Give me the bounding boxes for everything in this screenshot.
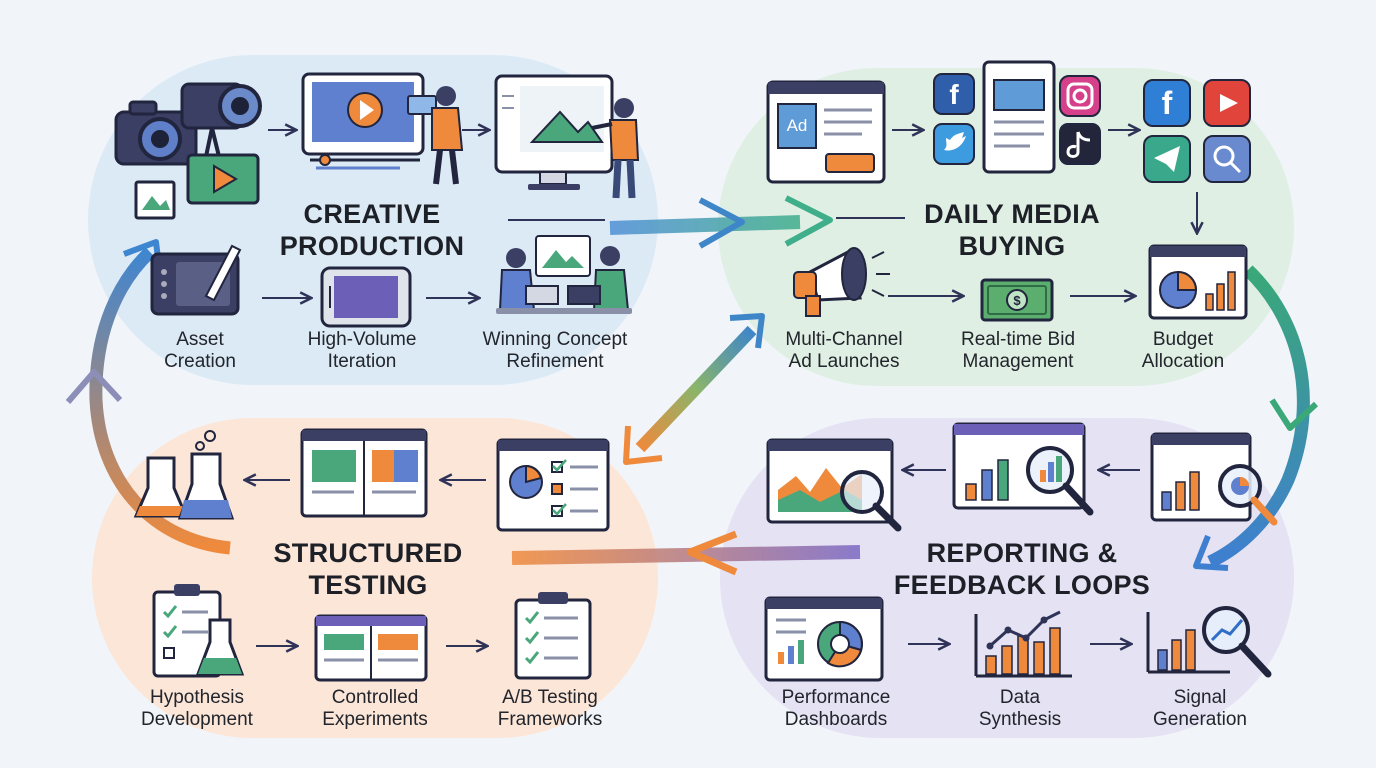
video-editor-icon bbox=[301, 72, 425, 170]
budget-chart-window-icon bbox=[1148, 244, 1248, 320]
chart-magnifier-window-icon bbox=[1150, 432, 1278, 526]
svg-text:f: f bbox=[1162, 85, 1173, 121]
flow-arrow-diagonal bbox=[623, 313, 765, 465]
checklist-chart-window-icon bbox=[496, 438, 610, 532]
reporting-feedback-title: REPORTING &FEEDBACK LOOPS bbox=[893, 538, 1151, 600]
camera-icon bbox=[114, 82, 262, 186]
dashboard-window-icon bbox=[764, 596, 884, 682]
checklist-clipboard-icon bbox=[514, 592, 592, 680]
svg-text:$: $ bbox=[1013, 293, 1021, 308]
social-tiles-1: f bbox=[933, 60, 1101, 174]
person-editing-icon bbox=[407, 86, 464, 185]
clipboard-flask-icon bbox=[152, 584, 245, 678]
bar-chart-magnifier-icon bbox=[952, 422, 1094, 516]
tablet-device-icon bbox=[320, 266, 412, 328]
ad-window-icon bbox=[766, 80, 886, 184]
growth-chart-icon bbox=[974, 610, 1072, 678]
drawing-tablet-icon bbox=[150, 244, 242, 316]
social-tiles-2: f bbox=[1143, 79, 1251, 183]
area-chart-magnifier-icon bbox=[766, 438, 902, 532]
lab-flasks-icon bbox=[133, 430, 235, 520]
controlled-experiment-window-icon bbox=[314, 614, 428, 682]
video-clip-icon bbox=[134, 153, 260, 220]
split-test-window-icon bbox=[300, 428, 428, 518]
ad-label: Ad bbox=[786, 116, 808, 135]
flow-arrow-media-to-reporting bbox=[1193, 265, 1319, 571]
money-bill-icon: $ bbox=[980, 278, 1054, 322]
team-collaboration-icon bbox=[496, 235, 632, 314]
designer-person-icon bbox=[591, 98, 640, 199]
megaphone-icon bbox=[793, 247, 890, 317]
flow-arrow-reporting-to-testing bbox=[511, 530, 861, 576]
signal-magnifier-icon bbox=[1146, 606, 1272, 678]
monitor-design-icon bbox=[494, 74, 614, 190]
flow-arrow-creative-to-media bbox=[508, 195, 905, 249]
svg-text:f: f bbox=[949, 79, 959, 110]
